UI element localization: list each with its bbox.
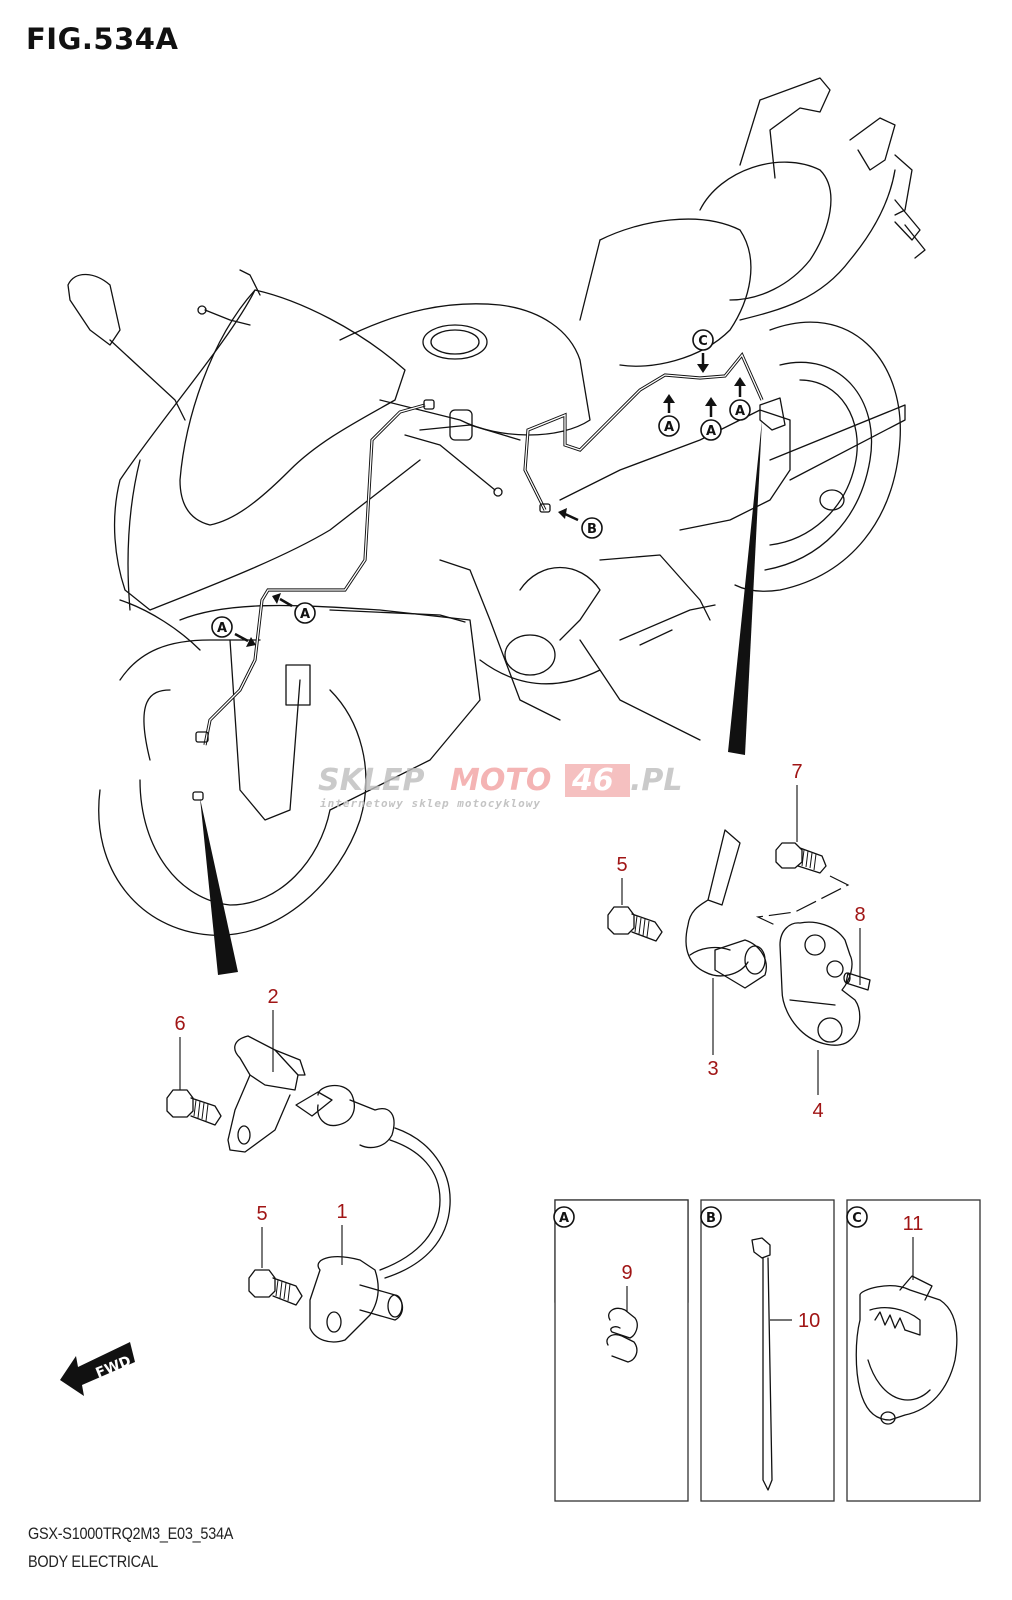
watermark: SKLEP MOTO 46 .PL internetowy sklep moto… [318,763,683,810]
callout-a-1: A [658,394,680,437]
part-3-rear-speed-sensor: 3 [685,829,767,1080]
part-6-bolt: 6 [166,1013,222,1126]
svg-text:6: 6 [174,1013,185,1035]
svg-text:MOTO: MOTO [450,763,551,798]
forward-direction-arrow: FWD [60,1342,135,1396]
svg-text:C: C [698,334,708,349]
callout-a-2: A [700,397,722,441]
svg-text:A: A [217,621,227,636]
svg-text:internetowy sklep motocyklowy: internetowy sklep motocyklowy [320,797,541,810]
handlebar [404,409,521,497]
part-8-pin: 8 [843,904,871,991]
svg-text:A: A [300,607,310,622]
detail-box-a: A 9 [553,1199,689,1502]
rear-wheel [734,321,906,592]
part-7-bolt: 7 [775,761,827,874]
detail-box-c: C 11 [846,1199,981,1502]
callout-a-5: A [211,616,256,647]
model-code-caption: GSX-S1000TRQ2M3_E03_534A [28,1524,234,1543]
figure-title: FIG.534A [26,22,179,56]
svg-text:5: 5 [616,854,627,876]
svg-text:4: 4 [812,1100,823,1122]
svg-text:8: 8 [854,904,865,926]
rear-sensor-pointer [728,420,762,755]
part-2-sensor-holder: 2 [227,986,306,1153]
tail-section [579,77,926,367]
svg-text:B: B [706,1211,716,1226]
part-5-bolt-lower: 5 [248,1203,303,1306]
svg-text:10: 10 [798,1310,820,1332]
section-name-caption: BODY ELECTRICAL [28,1552,159,1571]
front-fairing [67,269,421,651]
svg-text:B: B [587,522,597,537]
front-wheel [98,639,367,936]
side-fairing [119,559,701,811]
svg-text:A: A [706,424,716,439]
assembly-dash-line [755,875,850,926]
callout-b: B [558,508,603,539]
detail-box-b: B 10 [700,1199,835,1502]
wheel-sensor-wire-harness [192,351,786,801]
svg-text:3: 3 [707,1058,718,1080]
svg-text:7: 7 [791,761,802,783]
svg-text:9: 9 [621,1262,632,1284]
svg-text:SKLEP: SKLEP [318,763,424,798]
svg-text:A: A [664,420,674,435]
part-1-front-speed-sensor: 1 [295,1084,451,1343]
svg-text:A: A [735,404,745,419]
callout-a-4: A [272,593,316,624]
part-5-bolt-upper: 5 [607,854,663,942]
svg-text:C: C [852,1211,862,1226]
svg-text:A: A [559,1211,569,1226]
svg-text:.PL: .PL [630,763,683,798]
front-sensor-pointer [200,798,238,975]
svg-text:2: 2 [267,986,278,1008]
svg-text:5: 5 [256,1203,267,1225]
motorcycle-illustration [67,77,926,975]
svg-text:46: 46 [571,763,614,798]
svg-text:1: 1 [336,1201,347,1223]
svg-text:11: 11 [903,1213,924,1235]
callout-c-top: C [692,329,714,373]
part-4-bracket: 4 [779,921,861,1122]
fuel-tank [339,303,591,436]
engine-frame [479,409,791,685]
callout-a-3: A [729,377,751,421]
